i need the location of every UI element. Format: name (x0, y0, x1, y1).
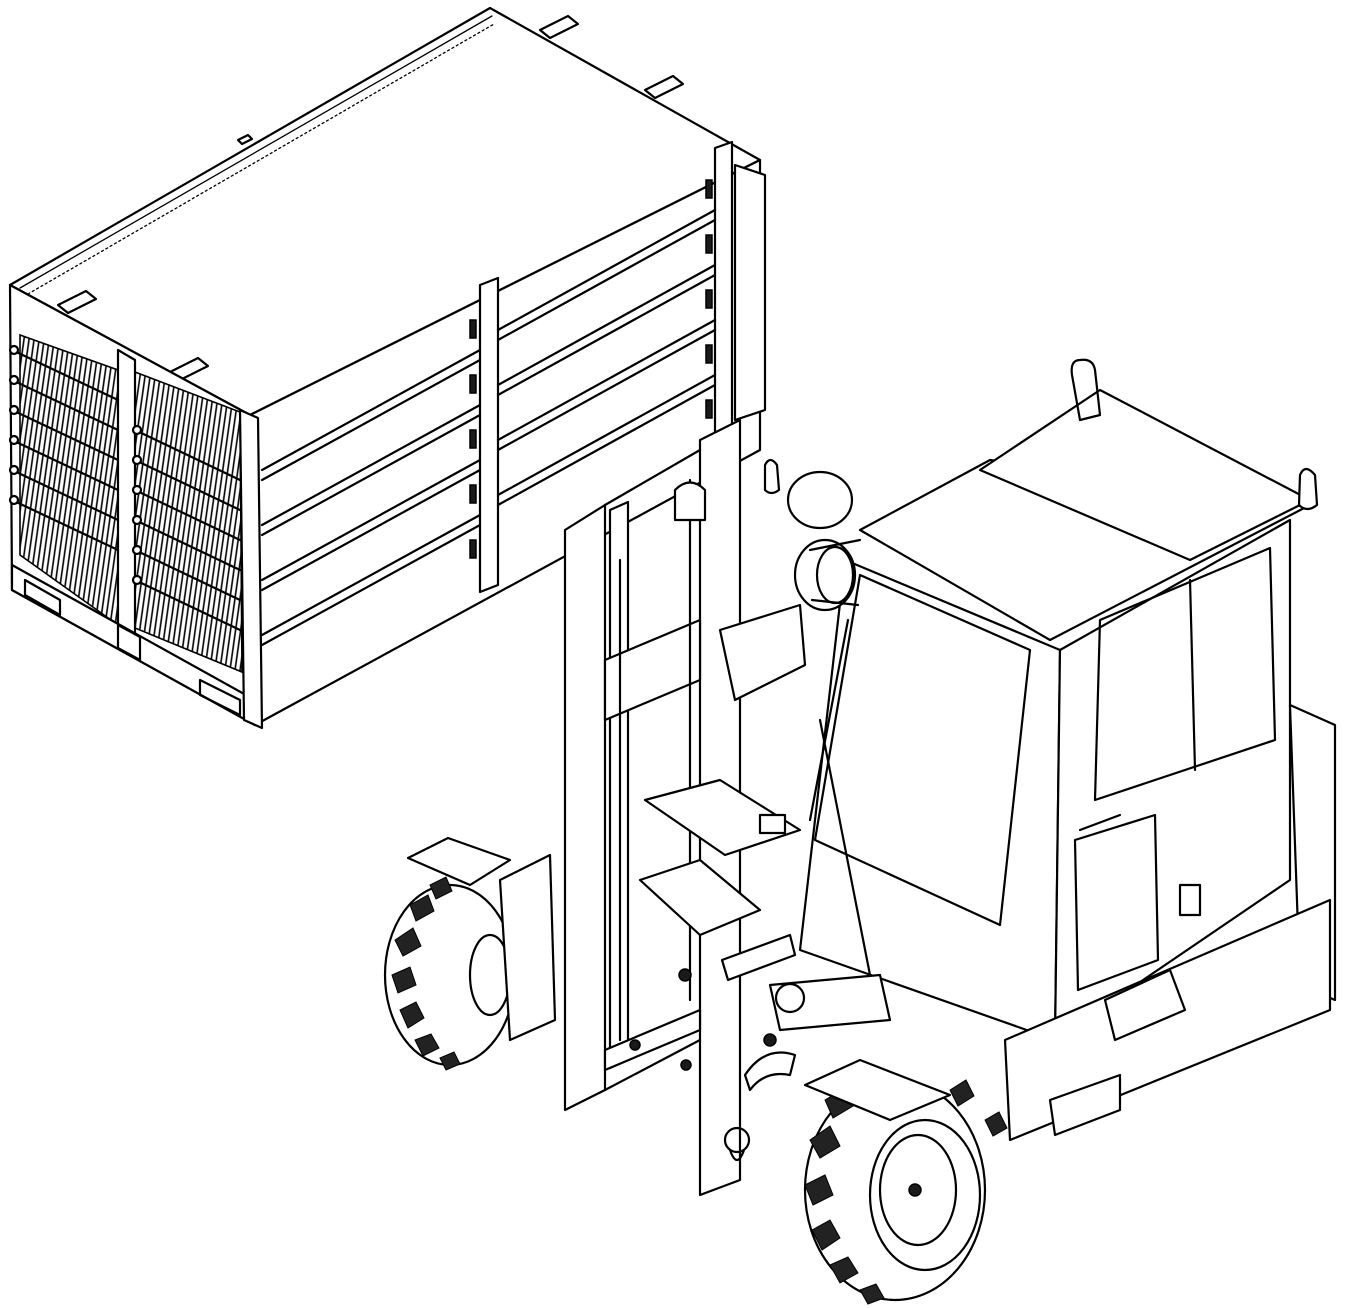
front-right-fender (803, 1058, 952, 1122)
front-right-wheel-assembly (803, 1058, 1008, 1305)
shipping-container (8, 6, 762, 730)
cab-front (798, 558, 1062, 1042)
side-boards (260, 208, 717, 647)
front-axle (638, 481, 892, 1092)
mast (563, 163, 807, 1197)
cab-side (1053, 518, 1292, 1042)
operator-cab (763, 358, 1337, 1142)
front-left-wheel-assembly (383, 836, 557, 1071)
front-left-fender (406, 836, 512, 887)
end-mesh-right (134, 370, 243, 674)
